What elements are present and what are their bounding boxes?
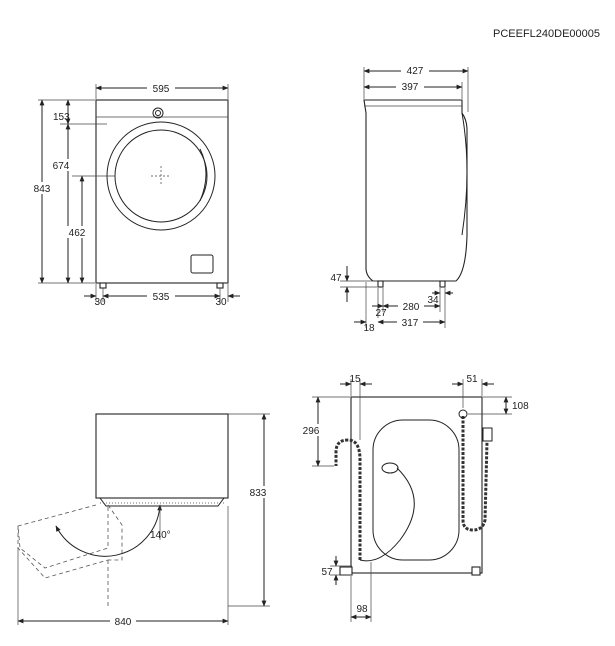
door-center-height-label: 462 (69, 228, 86, 239)
side-foot-offset-front-label: 18 (363, 323, 375, 334)
side-depth-body-label: 397 (402, 82, 419, 93)
hose-connector-icon (482, 427, 493, 442)
filter-hatch (190, 254, 214, 274)
door-open-view: 140° 833 840 (17, 413, 274, 628)
rear-bottom-offset-label: 57 (321, 567, 333, 578)
top-to-door-label: 153 (53, 112, 70, 123)
rear-bottom-width-label: 98 (356, 604, 368, 615)
foot-left-offset-label: 30 (94, 297, 106, 308)
drain-hose (334, 438, 362, 560)
rear-right-offset-label: 51 (466, 374, 478, 385)
feet-span-label: 535 (153, 292, 170, 303)
door-height-label: 833 (250, 488, 267, 499)
front-view: 595 843 153 674 462 535 30 30 (32, 82, 240, 308)
rear-hose-height-label: 296 (303, 426, 320, 437)
power-cable (359, 467, 415, 562)
door-open-depth-label: 840 (115, 617, 132, 628)
rear-panel (372, 419, 460, 561)
rear-top-offset-label: 108 (512, 401, 529, 412)
rear-view: 15 51 108 296 57 98 (300, 374, 529, 622)
foot-right-offset-label: 30 (215, 297, 227, 308)
side-view: 427 397 47 34 280 27 317 18 (330, 64, 469, 334)
side-foot-height-label: 47 (330, 273, 342, 284)
door-angle-label: 140° (150, 530, 171, 541)
front-width-label: 595 (153, 84, 170, 95)
side-depth-total-label: 427 (407, 66, 424, 77)
rear-left-offset-label: 15 (349, 374, 361, 385)
door-opening-arc (55, 504, 163, 557)
side-foot-span-label: 280 (403, 302, 420, 313)
front-cabinet (95, 99, 229, 284)
program-knob-icon (152, 107, 164, 119)
inlet-hose (461, 416, 489, 532)
side-cabinet (363, 99, 468, 282)
door-top-height-label: 674 (53, 161, 70, 172)
side-rear-foot-offset-label: 34 (427, 295, 439, 306)
power-plug-icon (381, 462, 399, 474)
side-depth-rear-foot-label: 317 (402, 318, 419, 329)
document-code: PCEEFL240DE00005 (493, 28, 600, 40)
top-cabinet (95, 413, 229, 499)
side-foot-offset-2-label: 27 (375, 308, 387, 319)
front-height-label: 843 (34, 184, 51, 195)
